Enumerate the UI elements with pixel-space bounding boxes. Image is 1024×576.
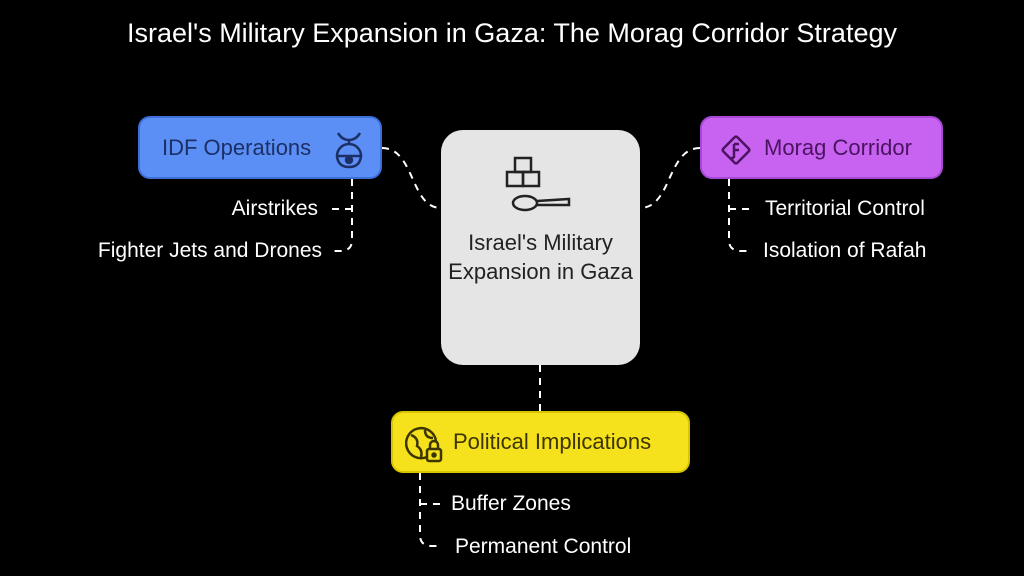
drone-icon — [335, 132, 363, 169]
node-label: Political Implications — [453, 429, 652, 454]
idf-item-airstrikes: Airstrikes — [231, 197, 318, 220]
blocks-and-spoon-icon — [505, 156, 571, 212]
political-item-permanent-control: Permanent Control — [455, 535, 632, 558]
diagram-title: Israel's Military Expansion in Gaza: The… — [127, 18, 897, 48]
node-morag-corridor: Morag Corridor — [700, 116, 943, 179]
road-sign-icon — [721, 135, 751, 165]
node-idf-operations: IDF Operations — [138, 116, 382, 179]
node-label: IDF Operations — [162, 134, 312, 160]
connector-idf-center — [381, 147, 442, 209]
connector-morag-center — [639, 147, 701, 209]
node-center-topic: Israel's Military Expansion in Gaza — [441, 130, 640, 365]
globe-lock-icon — [405, 426, 443, 463]
node-label: Israel's Military Expansion in Gaza — [448, 230, 633, 284]
morag-item-territorial-control: Territorial Control — [765, 197, 925, 220]
morag-item-isolation-of-rafah: Isolation of Rafah — [763, 239, 927, 262]
connector-political-items — [419, 473, 442, 547]
idf-item-fighter-jets-drones: Fighter Jets and Drones — [97, 239, 322, 262]
node-political-implications: Political Implications — [391, 411, 690, 473]
connector-idf-items — [330, 179, 353, 252]
political-item-buffer-zones: Buffer Zones — [451, 492, 571, 515]
connector-morag-items — [728, 179, 752, 252]
node-label: Morag Corridor — [764, 134, 912, 160]
